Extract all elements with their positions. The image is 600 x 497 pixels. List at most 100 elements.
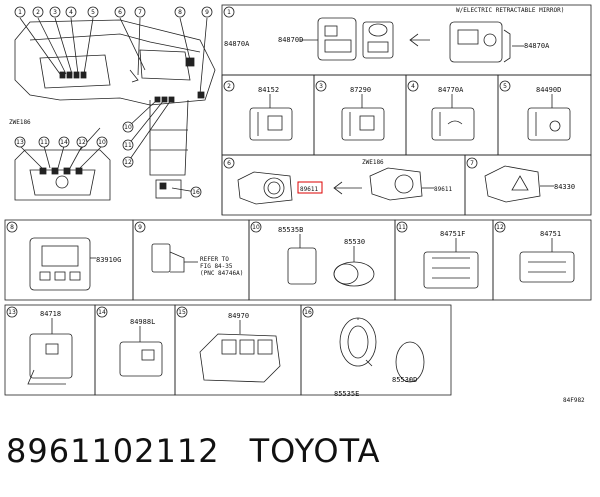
part-9-2: (PNC 84746A) <box>200 270 243 277</box>
svg-text:9: 9 <box>205 9 209 16</box>
svg-text:10: 10 <box>252 224 260 231</box>
overview-callout-2: 2 <box>32 6 44 18</box>
svg-text:3: 3 <box>53 9 57 16</box>
svg-text:12: 12 <box>124 159 132 166</box>
svg-text:14: 14 <box>98 309 106 316</box>
overview-callout-5: 5 <box>87 6 99 18</box>
part-6-0: 89611 <box>300 186 318 193</box>
part-11-0: 84751F <box>440 230 465 238</box>
svg-text:15: 15 <box>178 309 186 316</box>
svg-text:7: 7 <box>138 9 142 16</box>
svg-text:5: 5 <box>91 9 95 16</box>
svg-text:12: 12 <box>496 224 504 231</box>
svg-text:1: 1 <box>227 9 231 16</box>
part-2-0: 84152 <box>258 86 279 94</box>
svg-text:11: 11 <box>124 142 132 149</box>
overview-callout-1: 1 <box>14 6 26 18</box>
part-84870A-left: 84870A <box>224 40 250 48</box>
part-5-0: 84490D <box>536 86 561 94</box>
svg-text:16: 16 <box>304 309 312 316</box>
row2-drawings <box>249 94 571 141</box>
panel-index-6: 6 <box>223 157 235 169</box>
svg-text:12: 12 <box>78 139 86 146</box>
svg-text:9: 9 <box>138 224 142 231</box>
panel-index-10: 10 <box>250 221 262 233</box>
part-7-0: 84330 <box>554 183 575 191</box>
part-84870D: 84870D <box>278 36 303 44</box>
part-4-0: 84770A <box>438 86 464 94</box>
part-12-0: 84751 <box>540 230 561 238</box>
panel-index-9: 9 <box>134 221 146 233</box>
part-16-1: 85530D <box>392 376 417 384</box>
overview-callout-12: 12 <box>122 156 134 168</box>
panel-index-15: 15 <box>176 306 188 318</box>
part-9-0: REFER TO <box>200 256 229 263</box>
panel-index-2: 2 <box>223 80 235 92</box>
svg-text:4: 4 <box>411 83 415 90</box>
svg-text:8: 8 <box>10 224 14 231</box>
part-10-0: 85535B <box>278 226 303 234</box>
overview-callout-11: 11 <box>122 139 134 151</box>
svg-text:1: 1 <box>18 9 22 16</box>
svg-text:10: 10 <box>98 139 106 146</box>
svg-text:10: 10 <box>124 124 132 131</box>
caption: 8961102112 TOYOTA <box>6 432 381 470</box>
zwe-callout-10: 10 <box>96 136 108 148</box>
part-84870A: 84870A <box>524 42 550 50</box>
zwe-callout-14: 14 <box>58 136 70 148</box>
panel-index-5: 5 <box>499 80 511 92</box>
overview-callout-8: 8 <box>174 6 186 18</box>
part-3-0: 87290 <box>350 86 371 94</box>
row4-drawings <box>29 234 575 291</box>
row3-drawings <box>237 165 554 205</box>
caption-part-number: 8961102112 <box>6 432 220 470</box>
panel-index-3: 3 <box>315 80 327 92</box>
panel-1-drawing: W/ELECTRIC RETRACTABLE MIRROR) 84870D . … <box>224 7 564 63</box>
overview-callout-6: 6 <box>114 6 126 18</box>
svg-text:14: 14 <box>60 139 68 146</box>
panel-index-7: 7 <box>466 157 478 169</box>
zwe-callout-11: 11 <box>38 136 50 148</box>
zwe186-view: ZWE186 13 11 14 12 10 <box>9 119 111 201</box>
svg-text:2: 2 <box>36 9 40 16</box>
overview-callout-4: 4 <box>65 6 77 18</box>
caption-brand: TOYOTA <box>249 432 381 470</box>
svg-text:7: 7 <box>470 160 474 167</box>
part-16-0: 85535E <box>334 390 359 398</box>
overview-callout-3: 3 <box>49 6 61 18</box>
part-6-1: 89611 <box>434 186 452 193</box>
svg-text:4: 4 <box>69 9 73 16</box>
panel-index-12: 12 <box>494 221 506 233</box>
svg-text:11: 11 <box>40 139 48 146</box>
panel-index-13: 13 <box>6 306 18 318</box>
svg-text:8: 8 <box>178 9 182 16</box>
overview-callout-7: 7 <box>134 6 146 18</box>
svg-text:13: 13 <box>16 139 24 146</box>
row5-drawings <box>27 317 425 385</box>
zwe-callout-13: 13 <box>14 136 26 148</box>
panel-index-1: 1 <box>223 6 235 18</box>
part-9-1: FIG 84-35 <box>200 263 233 270</box>
panel-index-4: 4 <box>407 80 419 92</box>
svg-text:3: 3 <box>319 83 323 90</box>
overview-callout-16: 16 <box>190 186 202 198</box>
panel-index-16: 16 <box>302 306 314 318</box>
overview-callout-10: 10 <box>122 121 134 133</box>
zwe-label: ZWE186 <box>9 119 31 126</box>
svg-text:6: 6 <box>118 9 122 16</box>
panel-index-8: 8 <box>6 221 18 233</box>
svg-text:11: 11 <box>398 224 406 231</box>
panel-index-11: 11 <box>396 221 408 233</box>
part-8-0: 83910G <box>96 256 121 264</box>
svg-text:5: 5 <box>503 83 507 90</box>
svg-text:2: 2 <box>227 83 231 90</box>
svg-text:16: 16 <box>192 189 200 196</box>
overview-callout-9: 9 <box>201 6 213 18</box>
part-13-0: 84718 <box>40 310 61 318</box>
panel-1-note: W/ELECTRIC RETRACTABLE MIRROR) <box>456 7 564 14</box>
panel-6-note: ZWE186 <box>362 159 384 166</box>
panel-index-14: 14 <box>96 306 108 318</box>
